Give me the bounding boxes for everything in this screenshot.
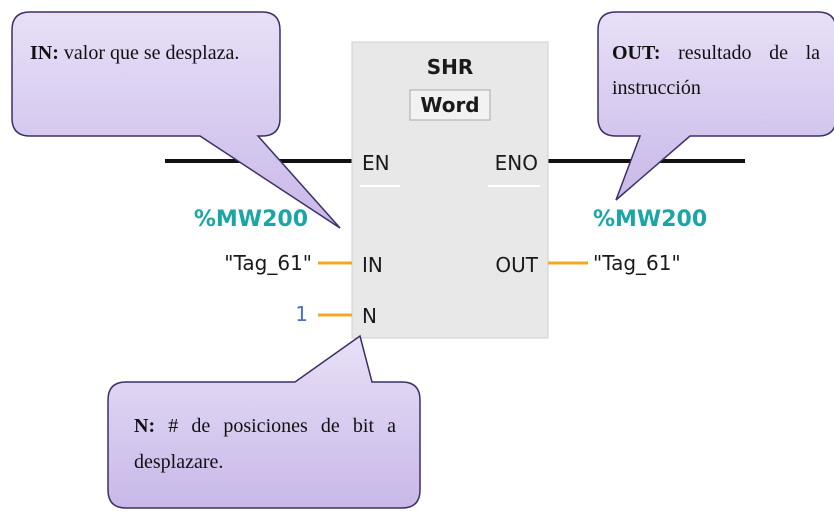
pin-in: IN [362, 253, 383, 277]
shr-block[interactable] [351, 41, 549, 339]
callout-out-body: resultado de la instrucción [612, 42, 820, 99]
pin-eno: ENO [495, 151, 538, 175]
in-tag[interactable]: "Tag_61" [224, 251, 312, 275]
callout-n-shape [107, 334, 421, 509]
callout-in-text: IN: valor que se desplaza. [30, 36, 266, 132]
callout-n-text: N: # de posiciones de bit a desplazare. [134, 408, 396, 504]
shr-datatype: Word [420, 93, 479, 117]
callout-in-label: IN: [30, 42, 59, 64]
callout-in-shape [11, 11, 341, 229]
callout-n-body: # de posiciones de bit a desplazare. [134, 415, 396, 473]
callout-out-label: OUT: [612, 42, 661, 64]
out-address[interactable]: %MW200 [593, 207, 707, 232]
out-tag[interactable]: "Tag_61" [593, 251, 681, 275]
callout-out-shape [597, 11, 834, 201]
pin-n: N [362, 304, 377, 328]
in-address[interactable]: %MW200 [194, 207, 308, 232]
shr-datatype-box[interactable] [409, 89, 491, 121]
pin-en: EN [362, 151, 390, 175]
shr-title: SHR [427, 55, 474, 79]
callout-in-body: valor que se desplaza. [63, 42, 240, 64]
pin-out: OUT [495, 253, 538, 277]
n-constant[interactable]: 1 [295, 302, 308, 326]
callout-out-text: OUT: resultado de la instrucción [612, 36, 820, 132]
callout-n-label: N: [134, 415, 156, 437]
